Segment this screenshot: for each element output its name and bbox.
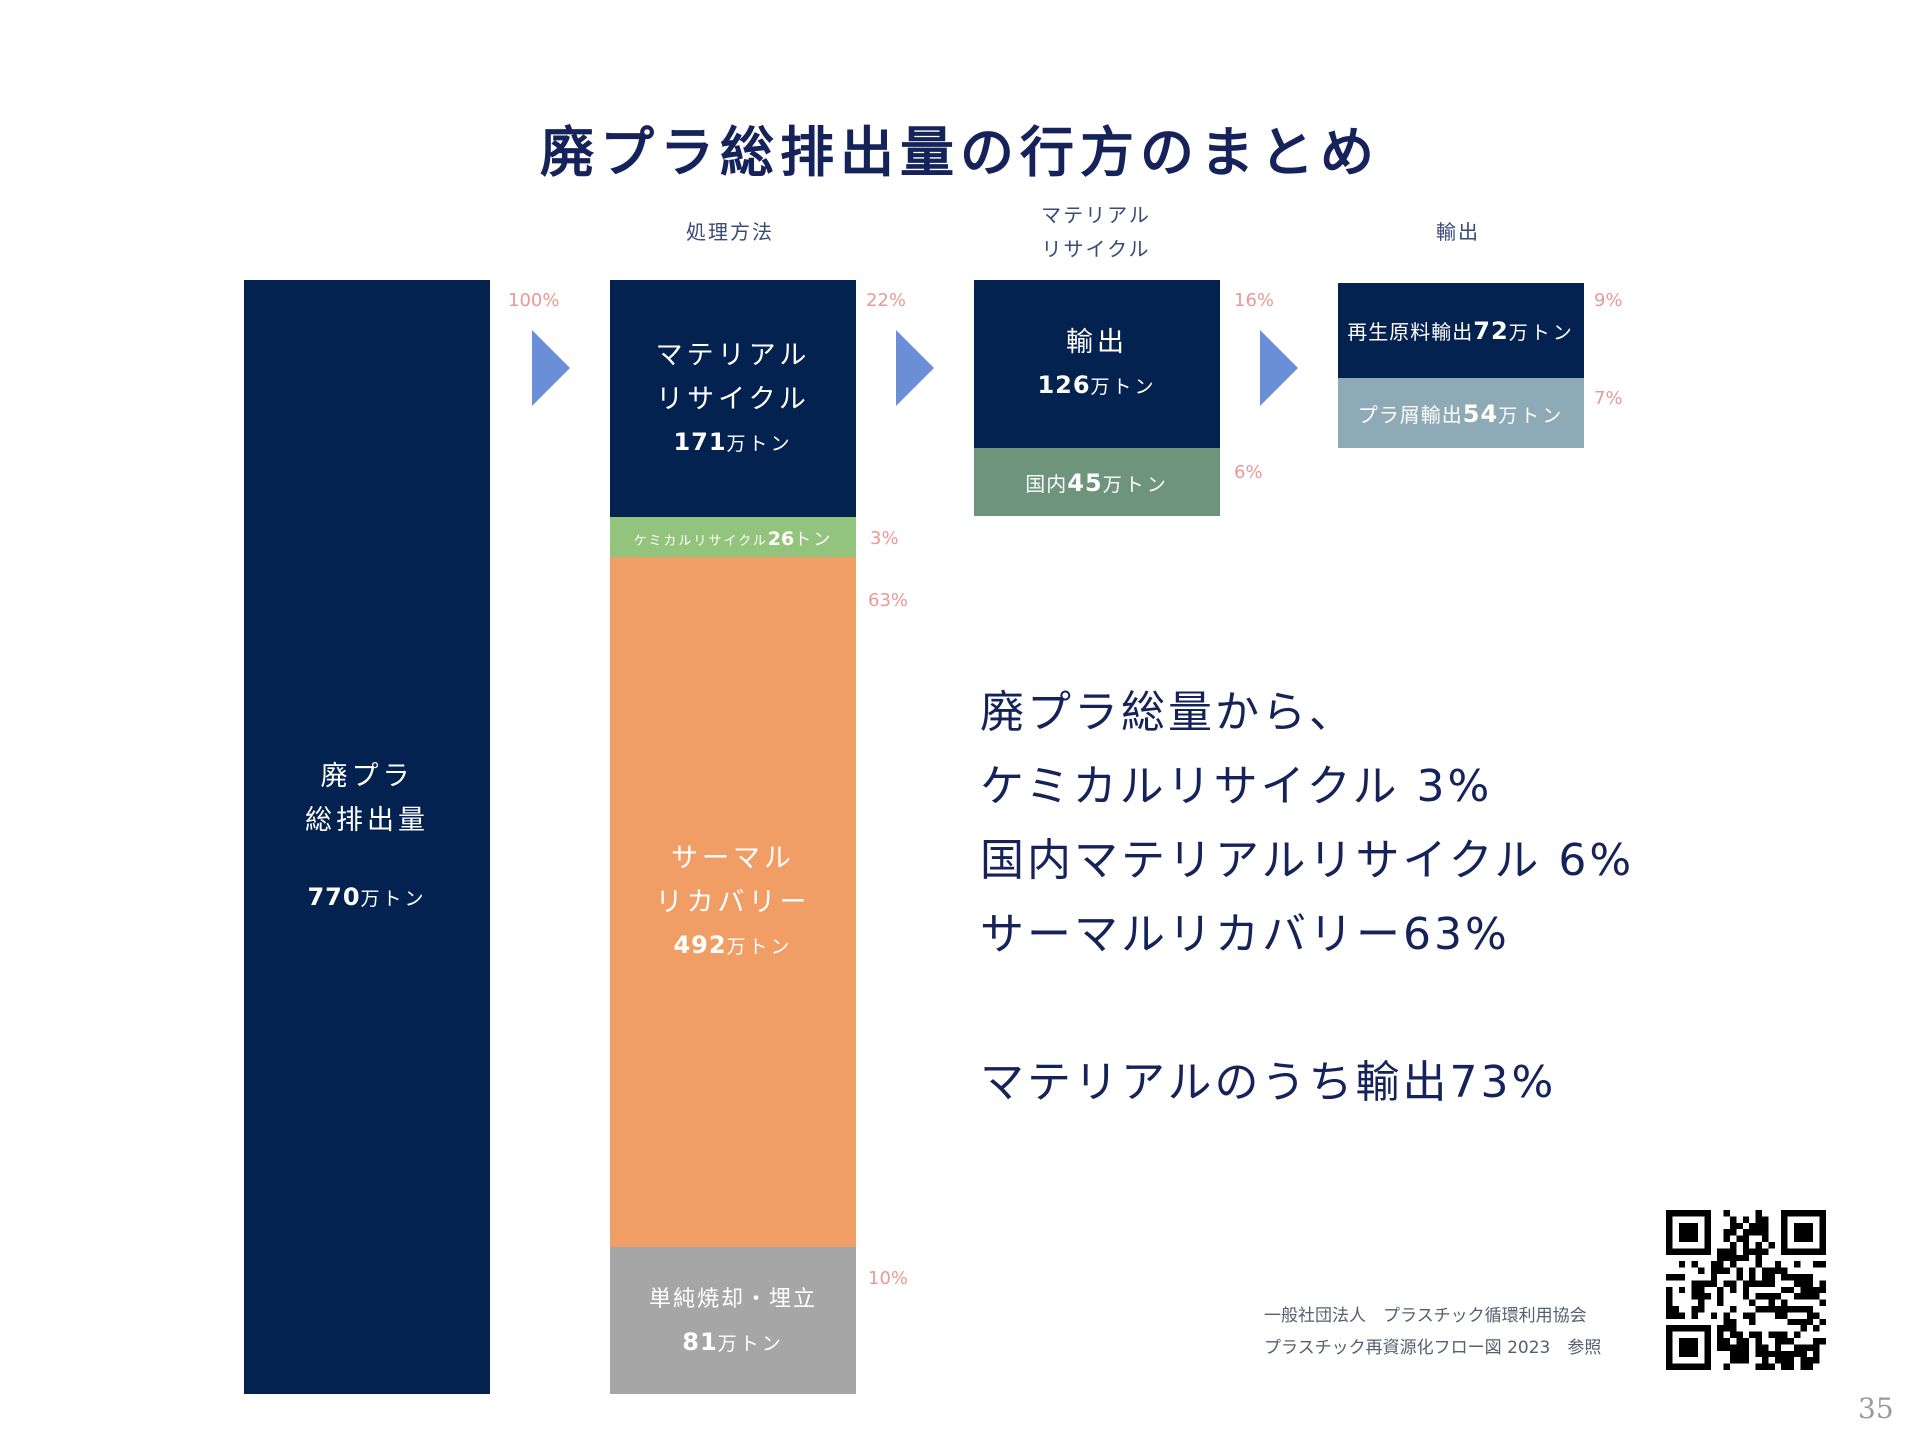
- material-recycle-pct: 22%: [866, 290, 907, 311]
- material-recycle-segment: マテリアル リサイクル 171万トン: [610, 280, 856, 517]
- summary-line3: 国内マテリアルリサイクル 6%: [980, 835, 1635, 886]
- summary-line5: マテリアルのうち輸出73%: [980, 1057, 1557, 1108]
- arrow-right-icon: [896, 330, 934, 406]
- material-domestic-pct: 6%: [1234, 462, 1263, 483]
- thermal-recovery-line1: サーマル: [671, 843, 795, 874]
- chemical-recycle-row: ケミカルリサイクル26トン: [634, 525, 832, 550]
- recycled-export-unit: 万トン: [1508, 322, 1575, 344]
- material-domestic-unit: 万トン: [1102, 473, 1169, 496]
- material-recycle-line2: リサイクル: [656, 383, 810, 415]
- thermal-recovery-amount-row: 492万トン: [673, 925, 792, 967]
- arrow-right-icon: [1260, 330, 1298, 406]
- landfill-pct: 10%: [868, 1268, 909, 1289]
- material-export-pct: 16%: [1234, 290, 1275, 311]
- column-header-treatment-label: 処理方法: [686, 220, 774, 244]
- column-header-material: マテリアル リサイクル: [974, 198, 1218, 266]
- material-export-unit: 万トン: [1090, 376, 1157, 398]
- total-pct: 100%: [508, 290, 560, 311]
- total-amount-row: 770万トン: [307, 877, 426, 919]
- qr-code-icon[interactable]: [1666, 1210, 1826, 1370]
- chemical-recycle-unit: トン: [794, 529, 833, 550]
- chemical-recycle-label: ケミカルリサイクル: [633, 533, 768, 549]
- column-header-material-line2: リサイクル: [1041, 237, 1151, 261]
- source-line2: プラスチック再資源化フロー図 2023 参照: [1264, 1338, 1602, 1358]
- material-domestic-amount: 45: [1067, 468, 1103, 497]
- page-title: 廃プラ総排出量の行方のまとめ: [540, 121, 1380, 184]
- source-line1: 一般社団法人 プラスチック循環利用協会: [1264, 1306, 1587, 1326]
- summary-line1: 廃プラ総量から、: [980, 687, 1356, 738]
- landfill-amount: 81: [682, 1327, 718, 1356]
- landfill-amount-row: 81万トン: [682, 1322, 783, 1364]
- source-citation: 一般社団法人 プラスチック循環利用協会 プラスチック再資源化フロー図 2023 …: [1264, 1300, 1601, 1364]
- recycled-export-amount: 72: [1473, 317, 1509, 345]
- material-domestic-row: 国内45万トン: [1025, 468, 1168, 497]
- waste-export-unit: 万トン: [1498, 404, 1565, 427]
- landfill-label: 単純焼却・埋立: [648, 1286, 817, 1312]
- waste-export-segment: プラ屑輸出54万トン: [1338, 378, 1584, 448]
- material-domestic-segment: 国内45万トン: [974, 448, 1220, 516]
- material-recycle-amount-row: 171万トン: [673, 422, 792, 464]
- column-header-export-label: 輸出: [1436, 220, 1480, 244]
- total-unit: 万トン: [360, 888, 427, 910]
- material-export-label: 輸出: [1066, 327, 1128, 358]
- waste-export-label: プラ屑輸出: [1357, 402, 1463, 427]
- thermal-recovery-unit: 万トン: [726, 936, 793, 958]
- landfill-unit: 万トン: [717, 1332, 784, 1355]
- material-recycle-unit: 万トン: [726, 432, 793, 455]
- waste-export-pct: 7%: [1594, 388, 1623, 409]
- material-recycle-amount: 171: [673, 427, 727, 456]
- chemical-recycle-pct: 3%: [870, 528, 899, 549]
- column-header-export: 輸出: [1336, 215, 1580, 249]
- waste-export-amount: 54: [1462, 399, 1499, 428]
- total-bar: 廃プラ 総排出量 770万トン: [244, 280, 490, 1394]
- material-domestic-label: 国内: [1025, 471, 1068, 496]
- page-number: 35: [1858, 1392, 1894, 1425]
- total-label-line2: 総排出量: [305, 805, 429, 836]
- summary-text: 廃プラ総量から、 ケミカルリサイクル 3% 国内マテリアルリサイクル 6% サー…: [980, 676, 1634, 1120]
- thermal-recovery-amount: 492: [673, 931, 727, 959]
- recycled-export-row: 再生原料輸出72万トン: [1347, 316, 1574, 345]
- summary-line4: サーマルリカバリー63%: [980, 909, 1510, 960]
- column-header-material-line1: マテリアル: [1041, 203, 1151, 227]
- recycled-export-segment: 再生原料輸出72万トン: [1338, 283, 1584, 378]
- material-export-amount-row: 126万トン: [1037, 365, 1156, 407]
- column-header-treatment: 処理方法: [610, 215, 850, 249]
- waste-export-row: プラ屑輸出54万トン: [1358, 399, 1564, 428]
- material-export-amount: 126: [1037, 371, 1091, 399]
- thermal-recovery-line2: リカバリー: [655, 887, 811, 918]
- total-amount: 770: [307, 883, 361, 911]
- thermal-recovery-segment: サーマル リカバリー 492万トン: [610, 557, 856, 1247]
- recycled-export-pct: 9%: [1594, 290, 1623, 311]
- landfill-segment: 単純焼却・埋立 81万トン: [610, 1247, 856, 1394]
- recycled-export-label: 再生原料輸出: [1347, 320, 1474, 344]
- arrow-right-icon: [532, 330, 570, 406]
- summary-line2: ケミカルリサイクル 3%: [980, 761, 1493, 812]
- chemical-recycle-amount: 26: [767, 527, 795, 550]
- total-label-line1: 廃プラ: [320, 761, 414, 792]
- material-recycle-line1: マテリアル: [655, 339, 811, 371]
- material-export-segment: 輸出 126万トン: [974, 280, 1220, 448]
- thermal-recovery-pct: 63%: [868, 590, 909, 611]
- chemical-recycle-segment: ケミカルリサイクル26トン: [610, 517, 856, 557]
